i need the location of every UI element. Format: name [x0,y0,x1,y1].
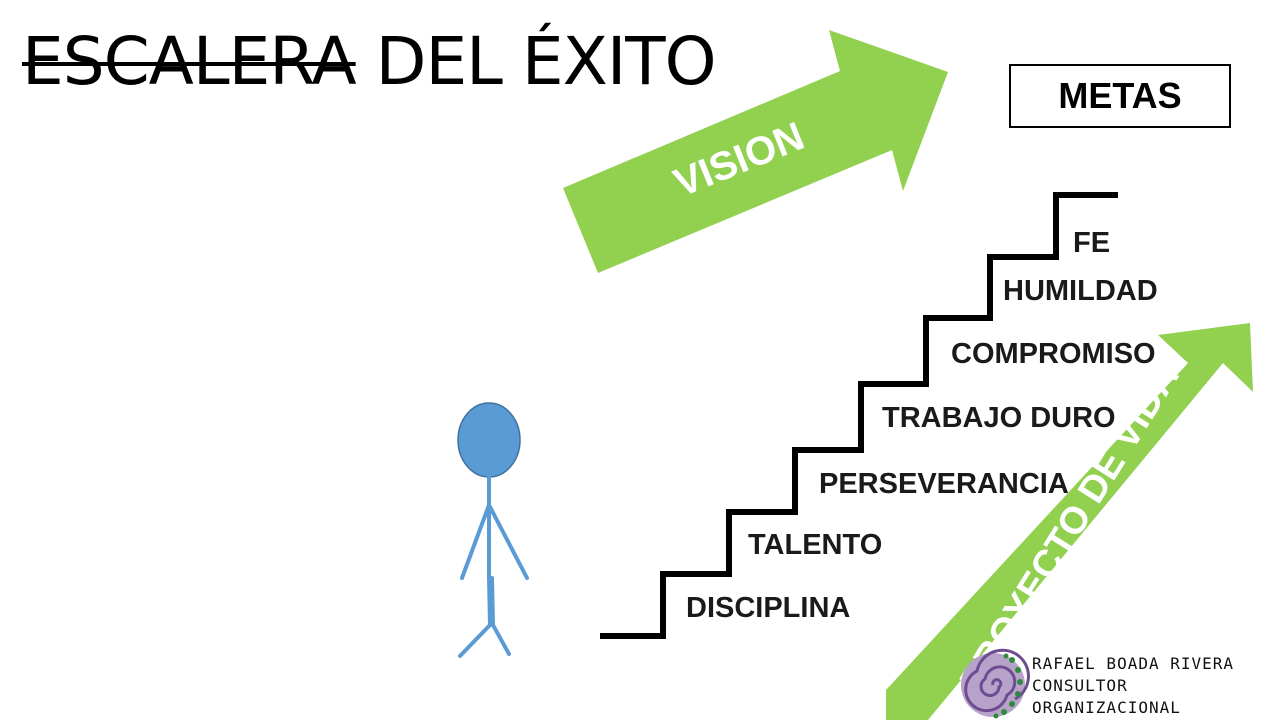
credit-name: RAFAEL BOADA RIVERA [1032,654,1235,673]
step-perseverancia: PERSEVERANCIA [819,468,1069,500]
staircase [600,192,1118,639]
page-title: ESCALERA DEL ÉXITO [22,22,717,102]
credit-role: CONSULTOR [1032,676,1128,695]
step-talento: TALENTO [748,529,883,561]
step-humildad: HUMILDAD [1003,275,1158,307]
title-rest: DEL ÉXITO [375,23,717,100]
stick-figure-icon [457,402,529,658]
step-disciplina: DISCIPLINA [686,592,851,624]
credit-org: ORGANIZACIONAL [1032,698,1181,717]
title-struck-word: ESCALERA [22,23,357,100]
step-trabajo-duro: TRABAJO DURO [882,402,1116,434]
step-fe: FE [1073,227,1111,259]
step-compromiso: COMPROMISO [951,338,1156,370]
spiral-logo-icon [961,648,1030,719]
vision-arrow: VISION [563,30,948,273]
metas-box: METAS [1009,64,1231,128]
